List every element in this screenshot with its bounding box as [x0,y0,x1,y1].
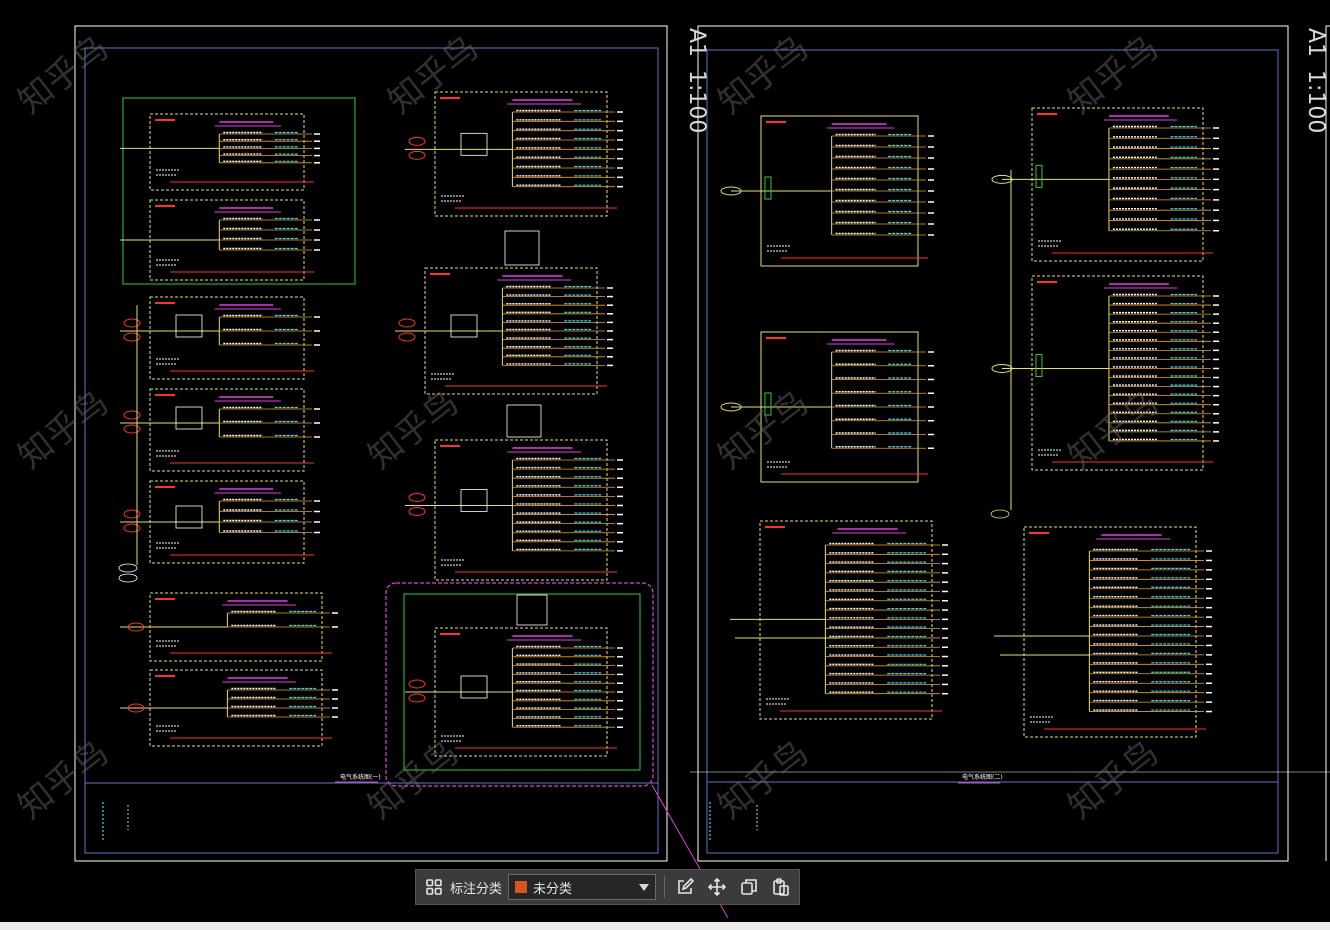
watermark-text: 知乎鸟 [11,28,116,122]
schematic-panel [122,97,356,285]
schematic-panel [405,627,623,757]
scale-label-a1-second: A1 [1303,28,1328,57]
toolbar-divider [664,876,666,898]
schematic-panel [991,275,1219,471]
schematic-panel [405,439,623,581]
riser-node [118,563,138,573]
copy-icon[interactable] [735,873,763,901]
right-sheet-frame [697,25,1289,862]
category-selected-value: 未分类 [533,881,573,897]
watermark-text: 知乎鸟 [711,733,816,827]
schematic-panel [120,113,320,191]
scale-label-ratio: 1:100 [684,70,709,133]
left-sheet-title: 电气系统图(一) [340,773,381,781]
control-box [504,230,540,266]
category-dropdown[interactable]: 未分类 [508,874,657,900]
revision-cloud [385,582,654,787]
scale-label-a1: A1 [684,28,709,57]
watermark-text: 知乎鸟 [381,28,486,122]
riser-node [990,509,1010,519]
right-sheet-inner-frame [706,49,1279,854]
schematic-panel [120,669,338,747]
schematic-panel [120,592,338,662]
control-box [516,594,548,626]
schematic-panel [991,107,1219,262]
schematic-panel [403,593,641,771]
schematic-panel [730,520,948,720]
schematic-panel [120,296,320,380]
watermark-text: 知乎鸟 [1061,733,1166,827]
control-box [506,404,542,438]
schematic-panel [994,526,1212,738]
riser-node [118,573,138,583]
scale-label-ratio-second: 1:100 [1303,70,1328,133]
drawing-sheets-layer: 电气系统图(一) 电气系统图(二) A1 1:100 A1 1:100 [74,25,1330,919]
schematic-panel [120,388,320,472]
watermark-text: 知乎鸟 [711,28,816,122]
left-sheet-inner-frame [84,47,659,854]
schematic-panel [120,199,320,281]
move-icon[interactable] [703,873,731,901]
schematic-panel [120,480,320,564]
chevron-down-icon [639,883,650,891]
watermark-text: 知乎鸟 [711,383,816,477]
schematic-panels-layer [102,91,1219,842]
right-sheet-title: 电气系统图(二) [962,773,1003,781]
annotation-toolbar: 标注分类 未分类 [415,869,800,905]
schematic-panel [720,115,934,267]
watermark-text: 知乎鸟 [11,383,116,477]
edit-icon[interactable] [671,873,699,901]
category-color-swatch [515,881,528,893]
category-label: 标注分类 [450,881,503,897]
schematic-panel [395,267,613,395]
left-sheet-frame [74,25,668,862]
paste-icon[interactable] [767,873,795,901]
watermark-text: 知乎鸟 [361,383,466,477]
status-strip [0,922,1330,930]
grid-icon[interactable] [420,873,448,901]
schematic-panel [405,91,623,217]
schematic-panel [720,331,934,483]
watermark-text: 知乎鸟 [11,733,116,827]
